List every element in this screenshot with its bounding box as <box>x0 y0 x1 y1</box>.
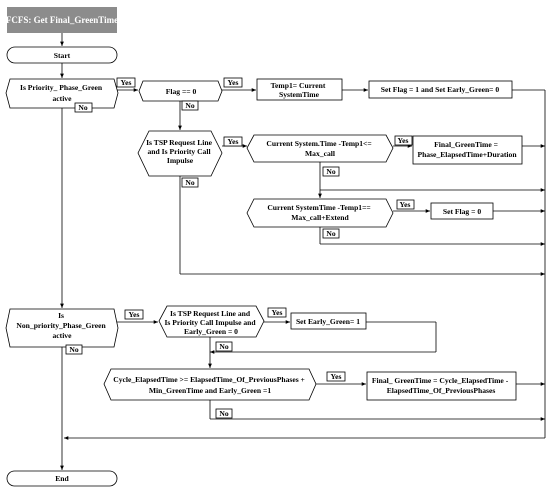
set-flag-early-process <box>368 80 513 99</box>
tsp-request-2-decision <box>158 305 265 338</box>
set-flag-early-label: Set Flag = 1 and Set Early_Green= 0 <box>381 85 500 94</box>
tsp-request-1-decision <box>137 130 223 177</box>
end-label: End <box>55 474 69 483</box>
yes-box-4 <box>394 135 413 146</box>
max-call-decision <box>246 134 394 163</box>
yes-box-3 <box>223 136 243 147</box>
temp1-label: Temp1= Current SystemTime <box>271 81 328 99</box>
max-call-label: Current System.Time -Temp1<= Max_call <box>266 139 373 158</box>
yes-box-6 <box>124 309 144 320</box>
end-terminal <box>6 470 118 487</box>
no-box-1 <box>74 102 93 113</box>
yes-box-1 <box>116 77 136 88</box>
yes-label-8: Yes <box>331 372 342 381</box>
yes-label-7: Yes <box>272 308 283 317</box>
set-early-green-process <box>290 312 367 330</box>
title-box <box>7 7 117 33</box>
final-green-2-label: Final_ GreenTime = Cycle_ElapsedTime - E… <box>372 376 510 395</box>
yes-box-8 <box>326 371 346 382</box>
edge-labels: Yes Yes No No Yes Yes No No Yes No Yes Y… <box>65 77 415 419</box>
yes-label-2: Yes <box>228 78 239 87</box>
non-priority-active-decision <box>5 308 119 348</box>
node-labels: Start End Is Priority_ Phase_Green activ… <box>16 51 517 483</box>
diagram-title: FCFS: Get Final_GreenTime <box>6 15 118 25</box>
no-box-7 <box>215 341 233 352</box>
yes-box-5 <box>396 199 415 210</box>
yes-label-5: Yes <box>400 200 411 209</box>
yes-label-3: Yes <box>228 137 239 146</box>
priority-active-label: Is Priority_ Phase_Green active <box>20 83 104 103</box>
no-label-2: No <box>185 101 194 110</box>
no-box-5 <box>322 228 340 239</box>
yes-label-1: Yes <box>121 78 132 87</box>
no-box-3 <box>322 166 340 177</box>
set-flag-zero-process <box>430 202 494 220</box>
flag-check-label: Flag == 0 <box>166 87 197 96</box>
no-label-7: No <box>219 342 228 351</box>
no-box-8 <box>215 408 233 419</box>
priority-active-decision <box>5 78 119 109</box>
cycle-check-label: Cycle_ElapsedTime >= ElapsedTime_Of_Prev… <box>113 375 307 395</box>
no-label-1: No <box>78 103 87 112</box>
no-label-8: No <box>219 409 228 418</box>
no-box-2 <box>181 100 199 111</box>
no-label-4: No <box>185 178 194 187</box>
final-green-1-label: Final_GreenTime = Phase_ElapsedTime+Dura… <box>417 140 517 159</box>
no-box-6 <box>65 344 83 355</box>
max-call-extend-label: Current SystemTime -Temp1== Max_call+Ext… <box>267 203 372 222</box>
max-call-extend-decision <box>246 198 394 228</box>
yes-label-6: Yes <box>129 310 140 319</box>
tsp-request-1-label: Is TSP Request Line and Is Priority Call… <box>146 138 214 165</box>
set-flag-zero-label: Set Flag = 0 <box>443 207 481 216</box>
start-label: Start <box>54 51 71 60</box>
no-label-6: No <box>69 345 78 354</box>
tsp-request-2-label: Is TSP Request Line and Is Priority Call… <box>164 309 257 336</box>
non-priority-active-label: Is Non_priority_Phase_Green active <box>16 311 107 340</box>
yes-box-2 <box>223 77 243 88</box>
temp1-process <box>256 78 343 101</box>
start-terminal <box>6 46 118 64</box>
flow-shapes <box>5 46 523 487</box>
flow-lines <box>60 33 546 470</box>
yes-label-4: Yes <box>398 136 409 145</box>
no-label-5: No <box>326 229 335 238</box>
set-early-green-label: Set Early_Green= 1 <box>296 317 360 326</box>
final-green-1-process <box>412 135 523 165</box>
flag-check-decision <box>138 80 223 102</box>
no-box-4 <box>181 177 199 188</box>
final-green-2-process <box>366 371 517 401</box>
cycle-check-decision <box>103 368 317 401</box>
yes-box-7 <box>267 307 287 318</box>
no-label-3: No <box>326 167 335 176</box>
